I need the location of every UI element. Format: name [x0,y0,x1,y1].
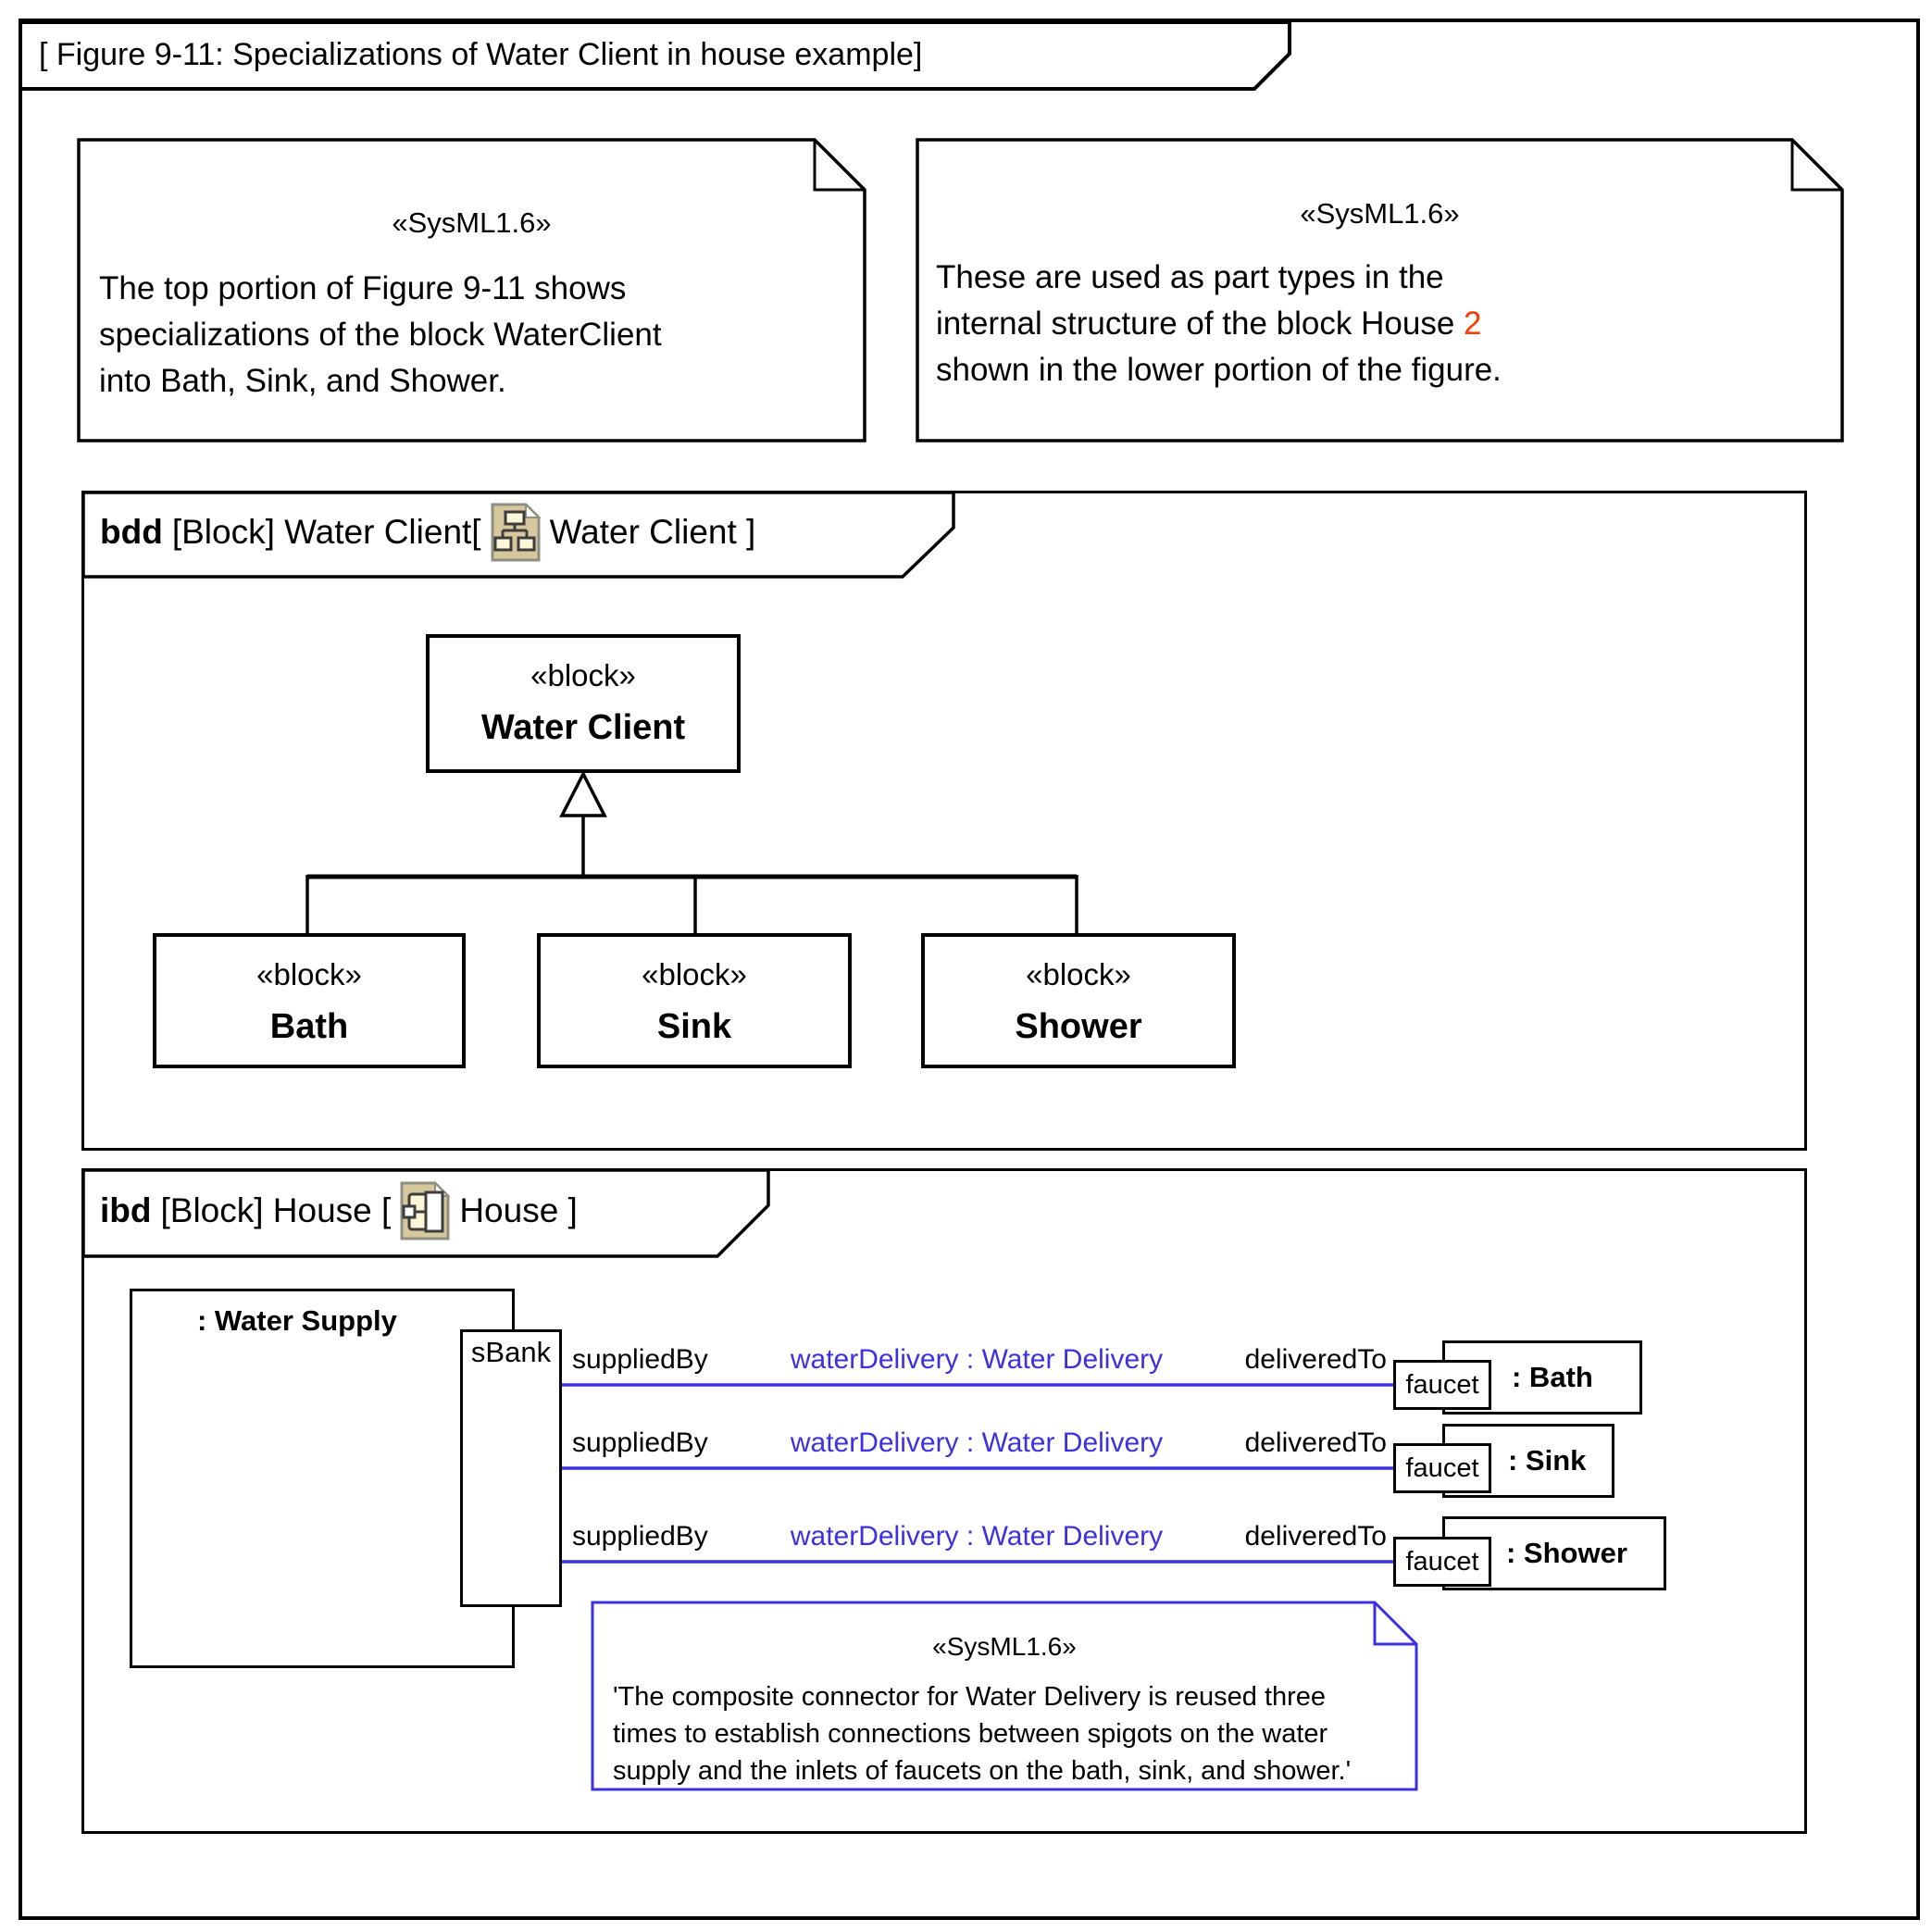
block-stereotype: «block» [530,658,636,692]
connector-label[interactable]: waterDelivery : Water Delivery [790,1521,1164,1552]
port-faucet-sink[interactable]: faucet [1393,1443,1491,1493]
note-line: internal structure of the block House 2 [936,301,1842,347]
connector-role-delivered-to: deliveredTo [1244,1344,1387,1375]
note-top-left: «SysML1.6» The top portion of Figure 9-1… [79,140,865,405]
block-shower[interactable]: «block» Shower [921,933,1236,1068]
ibd-diagram-icon [400,1181,451,1240]
bdd-keyword: bdd [100,513,163,551]
note-line: shown in the lower portion of the figure… [936,352,1502,388]
part-name: : Sink [1508,1444,1587,1477]
connector-label[interactable]: waterDelivery : Water Delivery [790,1427,1164,1458]
port-faucet-bath[interactable]: faucet [1393,1360,1491,1410]
block-water-client[interactable]: «block» Water Client [426,634,741,773]
note-line: 'The composite connector for Water Deliv… [613,1682,1327,1712]
ibd-keyword: ibd [100,1191,152,1229]
note-line: supply and the inlets of faucets on the … [613,1756,1352,1786]
ibd-frame [81,1168,1807,1834]
block-stereotype: «block» [256,957,362,991]
connector-role-delivered-to: deliveredTo [1244,1427,1387,1458]
part-water-supply[interactable]: : Water Supply [130,1289,515,1668]
note-highlight-2: 2 [1464,305,1482,342]
note-line: times to establish connections between s… [613,1719,1328,1749]
block-stereotype: «block» [642,957,747,991]
part-name: : Water Supply [197,1304,397,1337]
block-name: Sink [656,1007,732,1046]
connector-role-delivered-to: deliveredTo [1244,1521,1387,1552]
port-faucet-shower[interactable]: faucet [1393,1537,1491,1587]
note-line-text: internal structure of the block House [936,305,1465,342]
note-stereotype: «SysML1.6» [392,206,552,239]
part-name: : Bath [1512,1361,1593,1393]
bdd-diagram-icon [491,503,541,562]
page-title: [ Figure 9-11: Specializations of Water … [39,37,923,72]
block-bath[interactable]: «block» Bath [153,933,466,1068]
port-sbank[interactable]: sBank [460,1329,562,1607]
ibd-header: ibd [Block] House [ House ] [100,1181,578,1240]
part-name: : Shower [1506,1537,1627,1569]
bdd-header: bdd [Block] Water Client[ Water Client ] [100,503,755,562]
bdd-header-text: [Block] Water Client[ [171,513,481,551]
block-name: Bath [269,1007,349,1046]
note-line: into Bath, Sink, and Shower. [99,363,506,399]
connector-role-supplied-by: suppliedBy [572,1344,708,1375]
ibd-header-text: House ] [459,1191,578,1229]
connector-role-supplied-by: suppliedBy [572,1521,708,1552]
bdd-header-text: Water Client ] [549,513,756,551]
block-name: Shower [1015,1007,1142,1046]
connector-label[interactable]: waterDelivery : Water Delivery [790,1344,1164,1375]
note-top-right: «SysML1.6» These are used as part types … [917,140,1842,393]
connector-role-supplied-by: suppliedBy [572,1427,708,1458]
block-stereotype: «block» [1026,957,1131,991]
ibd-header-text: [Block] House [ [160,1191,392,1229]
block-sink[interactable]: «block» Sink [537,933,852,1068]
ibd-note: «SysML1.6» 'The composite connector for … [592,1602,1416,1789]
note-stereotype: «SysML1.6» [1300,197,1460,230]
note-line: The top portion of Figure 9-11 shows [99,270,627,306]
block-name: Water Client [480,708,686,747]
note-stereotype: «SysML1.6» [932,1632,1077,1661]
note-line: These are used as part types in the [936,259,1444,295]
note-line: specializations of the block WaterClient [99,317,662,353]
